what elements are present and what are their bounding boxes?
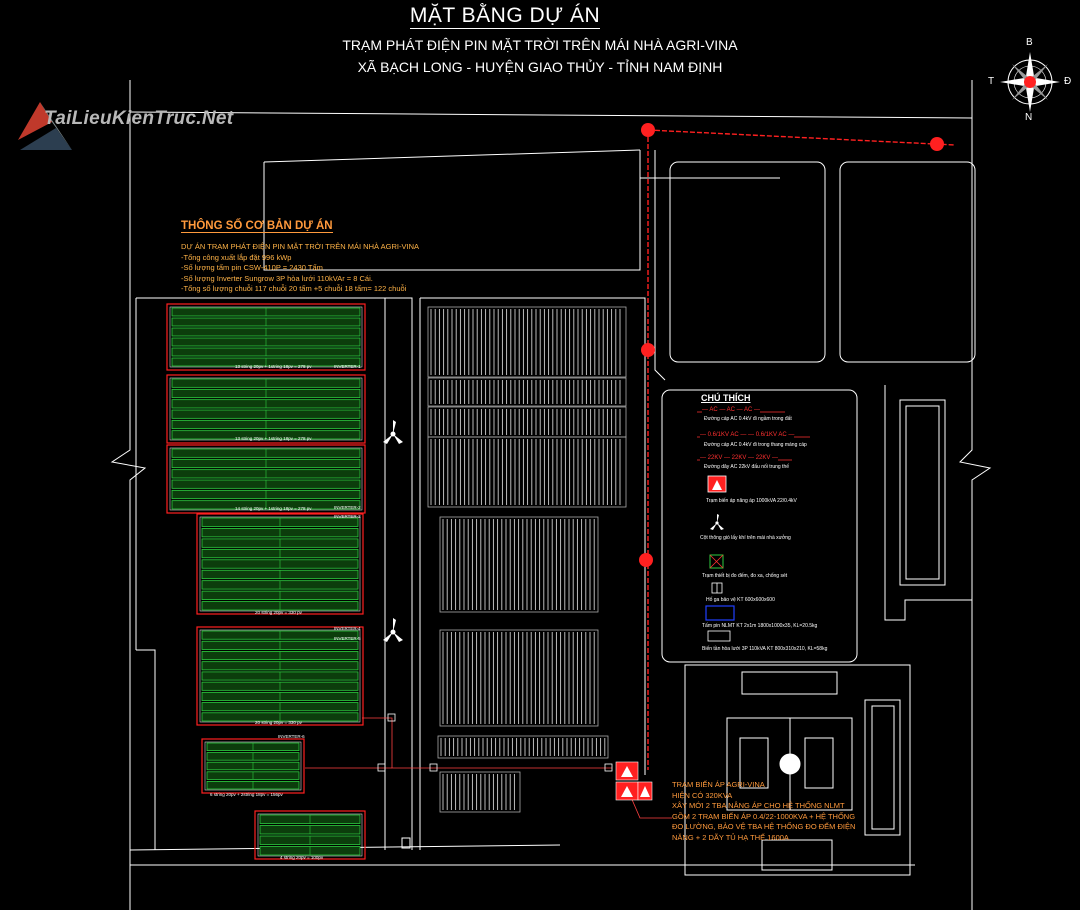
roof-pv-block (427, 377, 627, 407)
project-params-line: -Số lượng tấm pin CSW-410P = 2430 Tấm (181, 263, 323, 273)
legend-symbol-ac: — AC — AC — AC — (702, 407, 761, 413)
pv-block-outline (196, 626, 364, 726)
pv-block-outline (166, 303, 366, 371)
inverter-label: INVERTER-5 (334, 636, 361, 641)
pv-block (199, 629, 361, 723)
transformer-station-icon (615, 761, 653, 801)
inverter-label: INVERTER-3 (334, 514, 361, 519)
project-title-line2: XÃ BẠCH LONG - HUYỆN GIAO THỦY - TỈNH NA… (357, 59, 723, 75)
legend-heading: CHÚ THÍCH (701, 393, 751, 403)
watermark-text: TaiLieuKienTruc.Net (44, 108, 234, 129)
legend-desc: Đường dây AC 22kV đấu nối trung thế (704, 464, 790, 470)
pv-block-outline (254, 810, 366, 860)
block-caption: 20 string 20pv = 330 pv (255, 610, 302, 615)
pv-block (199, 516, 361, 612)
inverter-label: INVERTER-6 (278, 734, 305, 739)
pv-block (169, 306, 363, 368)
project-params-line: -Tổng công xuất lắp đặt 996 kWp (181, 252, 292, 262)
roof-pv-block (439, 771, 521, 813)
block-caption: 14 string 20pv + 1string 18pv = 278 pv (235, 506, 312, 511)
lv-cable-route (305, 713, 672, 819)
roof-pv-block (437, 735, 609, 759)
note-line: XÂY MỚI 2 TBA NÂNG ÁP CHO HỆ THỐNG NLMT (672, 801, 845, 810)
building-outline (135, 297, 646, 850)
pv-block (169, 377, 363, 441)
legend: CHÚ THÍCH (701, 393, 751, 403)
legend-desc: Trạm biến áp nâng áp 1000kVA 22/0.4kV (706, 498, 797, 504)
compass-west-label: T (988, 76, 995, 87)
compass-south-label: N (1025, 112, 1033, 123)
page-title: MẶT BẰNG DỰ ÁN (409, 4, 601, 29)
pv-array-grey (427, 306, 627, 813)
pv-block-outline (166, 374, 366, 444)
block-caption: 13 string 20pv + 1string 18pv = 278 pv (235, 364, 312, 369)
note-line: NĂNG + 2 DÃY TỦ HẠ THẾ 1600A (672, 832, 789, 842)
pv-block-outline (196, 513, 364, 615)
pv-block (169, 447, 363, 511)
block-caption: 4 string 20pv = 100pv (280, 855, 324, 860)
note-line: ĐO LƯỜNG, BẢO VỆ TBA HỆ THỐNG ĐO ĐẾM ĐIỆ… (672, 822, 856, 831)
note-line: GỒM 2 TRẠM BIẾN ÁP 0.4/22-1000KVA + HỆ T… (672, 811, 856, 821)
legend-desc: Đường cáp AC 0.4kV đi trong thang máng c… (704, 442, 807, 448)
legend-desc: Trạm thiết bị đo đếm, đo xa, chống sét (702, 573, 788, 579)
legend-desc: Hố ga bảo vệ KT 600x600x600 (706, 597, 775, 603)
watermark-logo-icon (18, 102, 72, 150)
pv-block-outline (166, 444, 366, 514)
legend-desc: Cột thông gió lấy khí trên mái nhà xưởng (700, 535, 791, 541)
pv-block (204, 741, 302, 791)
road-blocks (654, 150, 976, 876)
block-caption: 6 string 20pv + 2string 18pv = 156pv (210, 792, 283, 797)
project-params: THÔNG SỐ CƠ BẢN DỰ ÁN DỰ ÁN TRẠM PHÁT ĐI… (181, 216, 419, 295)
north-arrow-icon (1000, 52, 1060, 112)
project-params-line: DỰ ÁN TRẠM PHÁT ĐIỆN PIN MẶT TRỜI TRÊN M… (181, 242, 420, 251)
roof-pv-block (439, 516, 599, 613)
compass-north-label: B (1026, 37, 1033, 48)
project-params-line: -Số lượng Inverter Sungrow 3P hòa lưới 1… (181, 273, 373, 283)
legend-symbol-22kv: — 22KV — 22KV — 22KV — (700, 455, 779, 461)
pv-array-green (166, 303, 366, 860)
note-line: HIỆN CÓ 320KVA (672, 790, 733, 800)
mv-cable-22kv (639, 123, 956, 770)
roof-pv-block (439, 629, 599, 727)
legend-desc: Đường cáp AC 0.4kV đi ngầm trong đất (704, 416, 792, 422)
ventilation-fan-icon (383, 618, 403, 642)
pv-block-outline (201, 738, 305, 794)
project-title-line1: TRẠM PHÁT ĐIỆN PIN MẶT TRỜI TRÊN MÁI NHÀ… (342, 37, 738, 53)
project-params-heading: THÔNG SỐ CƠ BẢN DỰ ÁN (181, 220, 333, 233)
block-caption: 13 string 20pv + 1string 18pv = 278 pv (235, 436, 312, 441)
project-params-line: -Tổng số lượng chuỗi 117 chuỗi 20 tấm +5… (181, 284, 407, 294)
note-line: TRẠM BIẾN ÁP AGRI-VINA (672, 780, 765, 789)
roof-pv-block (427, 306, 627, 378)
roof-pv-block (427, 406, 627, 438)
legend-desc: Biến tần hòa lưới 3P 110kVA KT 800x310x2… (702, 646, 828, 652)
pv-block (257, 813, 363, 857)
gate-post (401, 837, 411, 849)
ventilation-fan-icon (383, 420, 403, 444)
transformer-note: TRẠM BIẾN ÁP AGRI-VINA HIỆN CÓ 320KVA XÂ… (672, 780, 855, 843)
site-boundary (110, 80, 992, 910)
inverter-label: INVERTER-4 (334, 626, 361, 631)
legend-desc: Tấm pin NLMT KT 2x1m 1800x1000x35, KL=20… (702, 623, 818, 629)
compass-east-label: Đ (1064, 76, 1072, 87)
inverter-label: INVERTER-2 (334, 505, 361, 510)
block-caption: 20 string 20pv = 330 pv (255, 720, 302, 725)
legend-symbol-lv: — 0.6/1KV AC — — 0.6/1KV AC — (700, 432, 795, 438)
roof-pv-block (427, 436, 627, 508)
inverter-label: INVERTER-1 (334, 364, 361, 369)
